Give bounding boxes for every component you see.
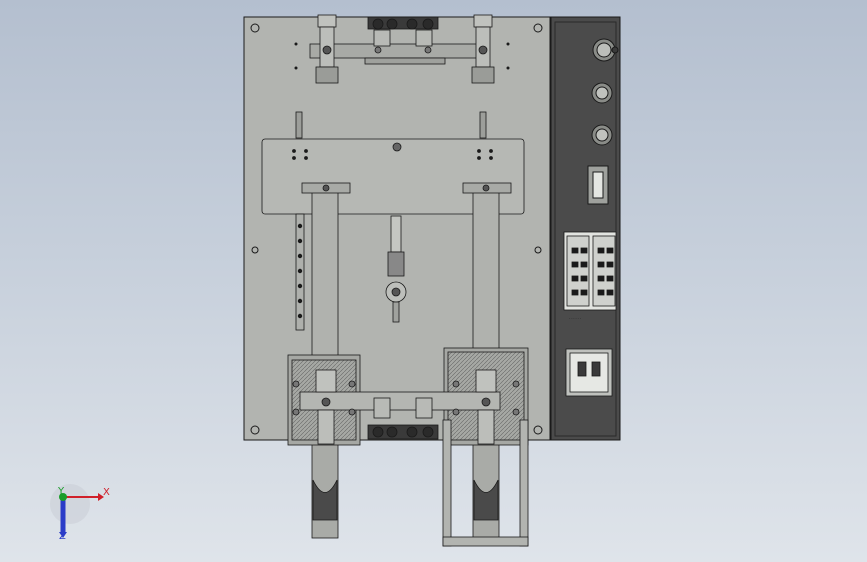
axis-x-label: X [103,487,110,498]
axis-y-label: Y [58,486,65,497]
center-cylinder [385,215,407,323]
power-socket [565,348,613,397]
right-lower-frame [442,419,529,547]
adjust-hole-strip [295,213,305,331]
start-button[interactable] [591,82,613,104]
reset-button[interactable] [591,124,613,146]
guide-pins [295,111,487,139]
axis-z-label: Z [59,531,66,542]
lower-clamp-assembly [287,347,529,446]
emergency-stop-button[interactable] [592,38,619,62]
coordinate-axes-icon [50,484,104,538]
top-slide-bar [309,14,495,84]
connector-caption: ······ [569,316,582,322]
usb-connector [587,165,609,205]
terminal-block [563,231,617,311]
